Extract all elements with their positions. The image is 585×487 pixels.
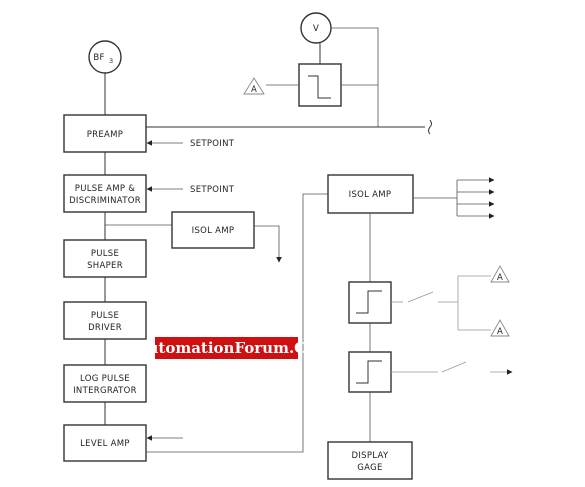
pulse-amp-label-1: PULSE AMP & — [75, 184, 136, 194]
bistable-2 — [348, 351, 392, 393]
log-pulse-label-1: LOG PULSE — [80, 374, 130, 384]
pulse-driver-label-2: DRIVER — [88, 323, 122, 333]
preamp-block: PREAMP — [63, 114, 147, 153]
bf3-label: BF — [93, 53, 104, 63]
bistable-1 — [348, 281, 392, 324]
svg-text:A: A — [497, 273, 503, 283]
top-alarm-icon: A — [243, 77, 265, 95]
display-gage-block: DISPLAY GAGE — [327, 441, 413, 480]
display-label-2: GAGE — [357, 463, 382, 473]
level-amp-label: LEVEL AMP — [80, 439, 130, 449]
pulse-amp-label-2: DISCRIMINATOR — [69, 196, 141, 206]
setpoint-label-1: SETPOINT — [190, 139, 235, 149]
isol-amp-left-label: ISOL AMP — [192, 226, 235, 236]
bf3-subscript: 3 — [109, 57, 113, 65]
pulse-driver-block: PULSE DRIVER — [63, 301, 147, 340]
top-bistable — [298, 63, 342, 107]
pulse-shaper-label-1: PULSE — [91, 249, 119, 259]
pulse-shaper-block: PULSE SHAPER — [63, 239, 147, 278]
voltmeter: V — [300, 12, 332, 44]
alarm-icon-3: A — [490, 319, 510, 337]
pulse-shaper-label-2: SHAPER — [87, 261, 123, 271]
isol-amp-left-block: ISOL AMP — [171, 211, 255, 249]
level-amp-block: LEVEL AMP — [63, 424, 147, 462]
display-label-1: DISPLAY — [352, 451, 389, 461]
pulse-amp-discriminator-block: PULSE AMP & DISCRIMINATOR — [63, 174, 147, 213]
isol-amp-right-label: ISOL AMP — [349, 190, 392, 200]
voltmeter-label: V — [313, 24, 319, 34]
alarm-icon-2: A — [490, 265, 510, 283]
svg-text:A: A — [497, 327, 503, 337]
log-pulse-label-2: INTERGRATOR — [73, 386, 137, 396]
preamp-label: PREAMP — [87, 130, 123, 140]
watermark-text: AutomationForum.Co — [135, 339, 316, 357]
setpoint-label-2: SETPOINT — [190, 185, 235, 195]
watermark-bg — [155, 337, 298, 359]
log-pulse-integrator-block: LOG PULSE INTERGRATOR — [63, 364, 147, 403]
isol-amp-right-block: ISOL AMP — [327, 174, 414, 214]
watermark: AutomationForum.Co — [135, 337, 316, 359]
pulse-driver-label-1: PULSE — [91, 311, 119, 321]
alarm-label: A — [251, 85, 257, 95]
bf3-sensor: BF 3 — [88, 40, 122, 74]
